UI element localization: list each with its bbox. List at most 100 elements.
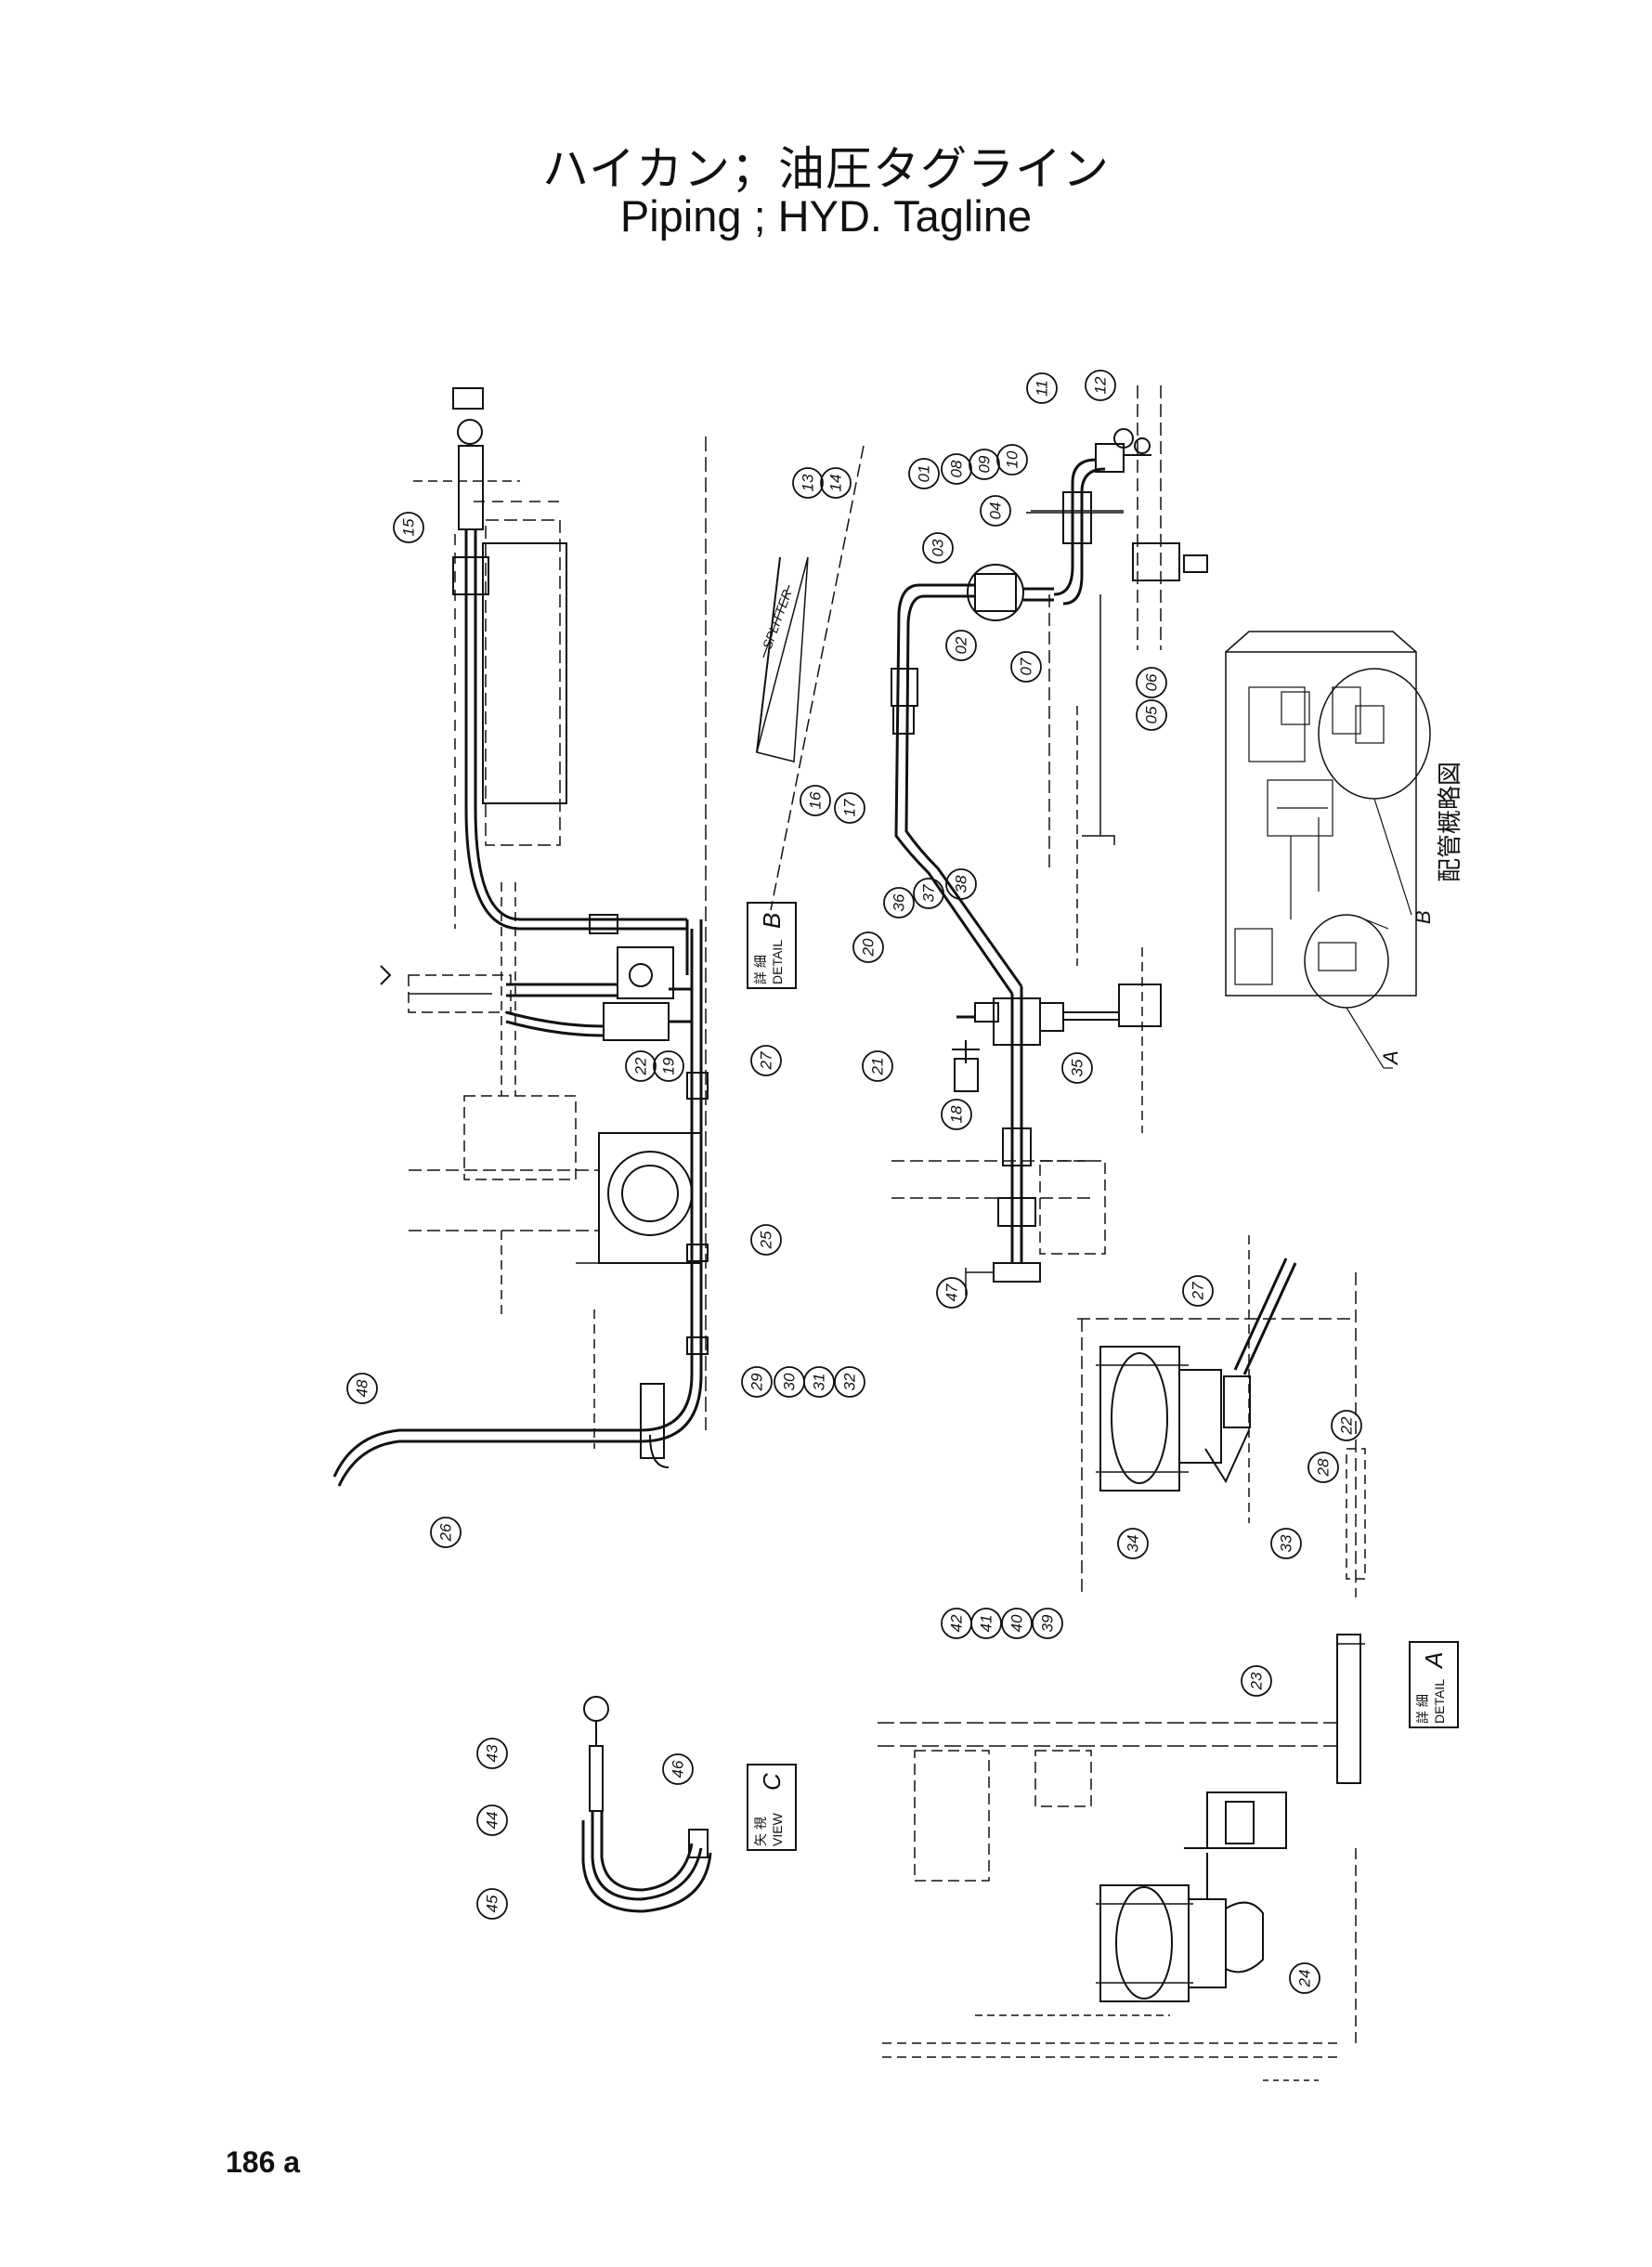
callout-number: 20 (860, 938, 878, 957)
callout-c46: 46 (662, 1753, 694, 1785)
callout-c39: 39 (1032, 1608, 1063, 1639)
marker-b: B (1411, 910, 1435, 924)
callout-number: 10 (1004, 450, 1021, 468)
callout-c14: 14 (820, 467, 852, 499)
callout-circle (750, 1224, 782, 1256)
callout-c40: 40 (1001, 1608, 1033, 1639)
callout-c18: 18 (941, 1099, 972, 1130)
layout-sketch (1225, 631, 1431, 1069)
view-c-box: 矢 視 VIEW C (747, 1764, 797, 1851)
callout-circle (1010, 651, 1042, 683)
callout-c22a: 22 (625, 1050, 657, 1082)
callout-c42: 42 (941, 1608, 972, 1639)
callout-c04: 04 (980, 495, 1011, 527)
callout-number: 38 (953, 875, 970, 892)
callout-number: 18 (948, 1105, 966, 1123)
callout-c41: 41 (970, 1608, 1002, 1639)
callout-number: 27 (758, 1051, 775, 1070)
callout-number: 37 (920, 884, 938, 902)
callout-c48: 48 (346, 1373, 378, 1404)
callout-c19: 19 (653, 1050, 684, 1082)
callout-circle (741, 1366, 773, 1398)
callout-circle (862, 1050, 893, 1082)
detail-a-en: DETAIL (1432, 1679, 1447, 1724)
callout-circle (792, 467, 824, 499)
layout-diagram-label: 配管概略図 (1436, 762, 1463, 882)
callout-circle (1241, 1665, 1272, 1697)
callout-circle (969, 449, 1000, 480)
callout-circle (941, 1099, 972, 1130)
callout-circle (852, 932, 884, 963)
callout-circle (1182, 1275, 1214, 1307)
detail-b-letter: B (758, 913, 786, 929)
callout-number: 36 (891, 893, 908, 911)
callout-circle (662, 1753, 694, 1785)
callout-circle (883, 887, 915, 919)
callout-number: 24 (1296, 1970, 1314, 1988)
callout-c29: 29 (741, 1366, 773, 1398)
callout-circle (1032, 1608, 1063, 1639)
callout-number: 48 (354, 1379, 371, 1397)
callout-c45: 45 (476, 1888, 508, 1920)
callout-c06: 06 (1136, 667, 1167, 698)
callout-number: 04 (987, 502, 1005, 520)
callout-c43: 43 (476, 1738, 508, 1769)
callout-number: 13 (800, 474, 817, 491)
detail-a-drawing (878, 1634, 1365, 2081)
callout-circle (476, 1888, 508, 1920)
callout-circle (625, 1050, 657, 1082)
callout-c38: 38 (945, 868, 977, 900)
callout-circle (1085, 370, 1116, 401)
callout-circle (834, 1366, 865, 1398)
callout-c13: 13 (792, 467, 824, 499)
callout-c21: 21 (862, 1050, 893, 1082)
callout-c03: 03 (922, 532, 954, 564)
callout-circle (1331, 1410, 1362, 1441)
callout-circle (346, 1373, 378, 1404)
callout-c17: 17 (834, 792, 865, 824)
callout-number: 19 (660, 1057, 678, 1075)
callout-c09: 09 (969, 449, 1000, 480)
callout-c08: 08 (941, 453, 972, 485)
marker-a: A (1379, 1050, 1402, 1066)
callout-number: 01 (916, 465, 933, 483)
callout-circle (980, 495, 1011, 527)
callout-number: 03 (930, 539, 947, 556)
callout-c22b: 22 (1331, 1410, 1362, 1441)
callout-c12: 12 (1085, 370, 1116, 401)
callout-c31: 31 (803, 1366, 835, 1398)
callout-number: 32 (841, 1373, 859, 1390)
callout-c44: 44 (476, 1804, 508, 1836)
detail-b-en: DETAIL (770, 940, 785, 984)
callout-c02: 02 (945, 630, 977, 661)
callout-circle (996, 444, 1028, 476)
callout-number: 25 (758, 1231, 775, 1249)
callout-circle (941, 453, 972, 485)
callout-number: 27 (1190, 1282, 1207, 1300)
callout-number: 35 (1069, 1059, 1086, 1076)
callout-circle (476, 1738, 508, 1769)
callout-number: 11 (1034, 380, 1051, 397)
callout-number: 16 (807, 791, 825, 809)
detail-a-letter: A (1420, 1652, 1448, 1670)
callout-c34: 34 (1117, 1528, 1149, 1559)
callout-number: 33 (1278, 1534, 1295, 1552)
callout-c10: 10 (996, 444, 1028, 476)
callout-number: 15 (400, 518, 418, 536)
callout-number: 30 (781, 1373, 799, 1390)
view-c-en: VIEW (770, 1812, 785, 1846)
callout-number: 23 (1248, 1672, 1266, 1690)
callout-circle (1270, 1528, 1302, 1559)
callout-number: 42 (948, 1614, 966, 1632)
callout-circle (820, 467, 852, 499)
callout-number: 12 (1092, 376, 1110, 394)
callout-number: 34 (1125, 1535, 1142, 1553)
callout-circle (393, 512, 424, 543)
callout-number: 22 (1338, 1416, 1356, 1435)
callout-circle (1001, 1608, 1033, 1639)
callout-c33: 33 (1270, 1528, 1302, 1559)
callout-number: 02 (953, 636, 970, 654)
callout-c16: 16 (800, 785, 831, 816)
